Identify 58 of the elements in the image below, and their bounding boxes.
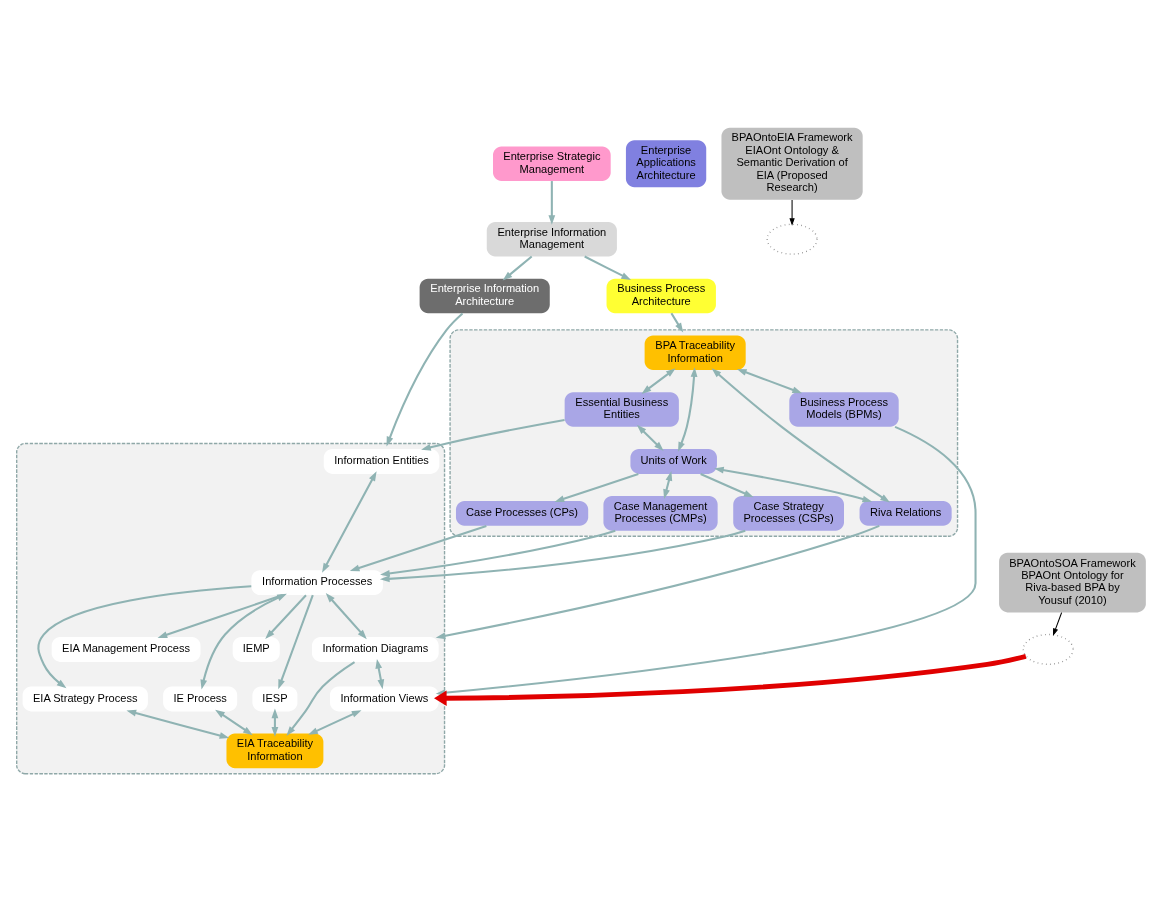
arrow	[711, 368, 890, 503]
arrow	[200, 593, 287, 690]
arrow	[584, 255, 632, 281]
arrow	[641, 368, 676, 394]
arrow	[349, 524, 487, 572]
arrow	[421, 419, 565, 451]
node-box: Information Processes	[251, 570, 383, 596]
arrow	[736, 369, 803, 394]
arrow	[379, 529, 746, 583]
node-ellipse	[766, 223, 818, 255]
arrow	[325, 592, 367, 640]
arrow	[380, 529, 616, 577]
node-box: EIA Strategy Process	[22, 686, 148, 712]
node-box: Units of Work	[630, 449, 717, 474]
arrow	[636, 424, 664, 451]
node-box: Information Views	[329, 686, 439, 712]
arrow	[37, 585, 252, 689]
node-box: Riva Relations	[859, 500, 952, 526]
node-box: Business Process Architecture	[606, 278, 716, 314]
arrow	[789, 199, 795, 226]
arrow	[502, 255, 533, 281]
arrow	[700, 473, 754, 498]
node-box: Case Management Processes (CMPs)	[603, 496, 718, 531]
node-box: BPA Traceability Information	[644, 335, 746, 371]
arrow	[215, 709, 253, 736]
node-box: Case Strategy Processes (CSPs)	[733, 496, 844, 531]
node-box: Information Diagrams	[311, 636, 439, 662]
arrow	[554, 472, 639, 503]
node-box: Enterprise Applications Architecture	[625, 140, 707, 188]
arrow	[1052, 612, 1063, 636]
node-box: Case Processes (CPs)	[455, 500, 589, 526]
node-box: IE Process	[163, 686, 238, 712]
node-box: IESP	[252, 686, 298, 712]
node-box: BPAOntoEIA Framework EIAOnt Ontology & Semantic Derivation of EIA (Proposed Research)	[721, 127, 863, 200]
arrow	[278, 594, 314, 690]
arrow	[265, 594, 307, 640]
node-box: IEMP	[232, 636, 280, 662]
arrow	[386, 312, 464, 447]
node-box: Enterprise Information Architecture	[419, 278, 550, 314]
arrow	[286, 661, 356, 736]
arrow	[548, 181, 556, 225]
node-ellipse	[1022, 633, 1074, 665]
node-box: Essential Business Entities	[564, 392, 679, 427]
node-box: Enterprise Information Management	[486, 221, 617, 257]
node-box: BPAOntoSOA Framework BPAOnt Ontology for Riva-based BPA by Yousuf (2010)	[999, 552, 1146, 613]
node-box: Enterprise Strategic Management	[493, 146, 611, 182]
arrow	[435, 524, 880, 640]
arrow	[308, 710, 362, 735]
node-box: EIA Management Process	[51, 636, 201, 662]
node-box: Information Entities	[323, 449, 440, 474]
arrow	[670, 312, 684, 333]
node-box: Business Process Models (BPMs)	[789, 392, 899, 427]
arrow	[126, 709, 230, 739]
arrow	[678, 367, 698, 452]
cluster	[449, 329, 959, 537]
arrow	[714, 466, 873, 503]
node-box: EIA Traceability Information	[226, 733, 324, 769]
arrow	[322, 471, 377, 573]
